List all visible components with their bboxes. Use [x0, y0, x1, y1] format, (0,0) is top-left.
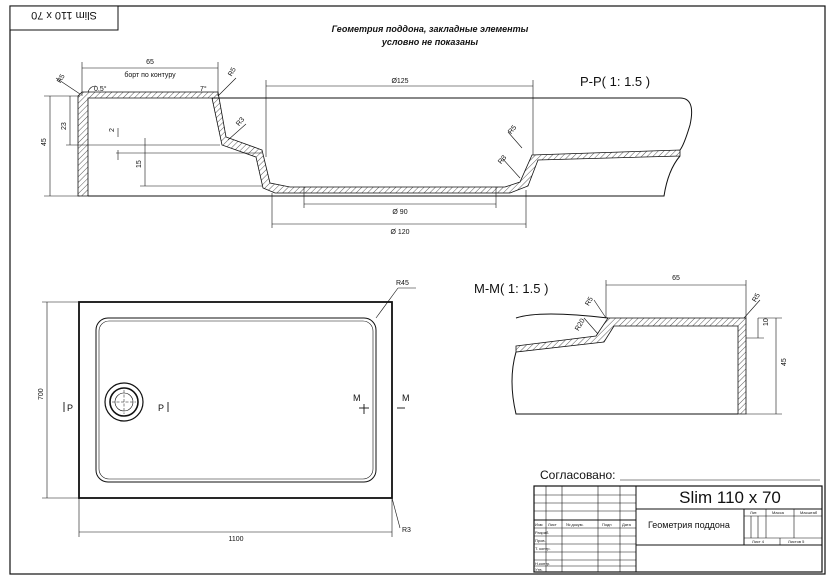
- plan-view: R45 700 1100 R3 P P M M: [38, 280, 416, 543]
- tb-row-tkontr: Т. контр.: [535, 546, 551, 551]
- drawing-note-line1: Геометрия поддона, закладные элементы: [332, 24, 529, 34]
- tb-lit: Лит.: [750, 510, 757, 515]
- section-mm-bottom-curve: [511, 351, 738, 415]
- section-mm-dim-r5-a: R5: [584, 296, 595, 307]
- cut-plane-p: P P: [63, 402, 169, 413]
- plan-dim-700: 700: [38, 388, 45, 400]
- approved-label: Согласовано:: [540, 468, 616, 482]
- section-pp-dim-angle-7: 7°: [200, 85, 207, 93]
- drain-icon: [104, 382, 144, 422]
- tb-row-razrab: Разраб.: [535, 530, 549, 535]
- section-mm-wall: [515, 317, 747, 415]
- cut-m-top-label: M: [353, 393, 361, 403]
- tb-row-utv: Утв.: [535, 567, 543, 572]
- plan-dim-1100: 1100: [228, 536, 243, 543]
- section-pp: P-P( 1: 1.5 ) 65 борт по контуру R5 0.5°…: [41, 59, 693, 236]
- section-pp-dim-angle-05: 0.5°: [94, 85, 107, 93]
- section-pp-dim-45: 45: [41, 138, 48, 146]
- cut-m-right-label: M: [402, 393, 410, 403]
- tb-row-nkontr: Н.контр.: [535, 561, 550, 566]
- tb-col-list: Лист: [548, 522, 557, 527]
- plan-inner-basin-edge: [98, 320, 374, 480]
- section-mm: M-M( 1: 1.5 ) 65 R5 R5 R20 10 45: [474, 275, 788, 415]
- section-pp-dim-d90: Ø 90: [392, 209, 407, 216]
- section-pp-wall: [77, 91, 681, 197]
- section-pp-dim-d120: Ø 120: [390, 229, 409, 236]
- plan-dim-r45: R45: [396, 280, 409, 287]
- section-pp-rim-label: борт по контуру: [124, 71, 176, 79]
- plan-dim-r3: R3: [402, 527, 411, 534]
- section-mm-title: M-M( 1: 1.5 ): [474, 281, 548, 296]
- cut-plane-m: M M: [353, 393, 410, 414]
- section-pp-dim-2: 2: [109, 128, 116, 132]
- tb-listov: Листов 5: [788, 539, 805, 544]
- section-mm-dim-10: 10: [763, 318, 770, 326]
- section-pp-dim-23: 23: [61, 122, 68, 130]
- section-mm-dim-45: 45: [781, 358, 788, 366]
- sheet-border: [9, 5, 826, 575]
- tb-product-name: Slim 110 x 70: [679, 488, 781, 507]
- section-mm-dim-r20: R20: [574, 317, 587, 332]
- section-pp-dim-r5-top: R5: [227, 66, 238, 77]
- cut-p-left-label: P: [67, 403, 73, 413]
- section-pp-dim-d125: Ø125: [391, 78, 408, 85]
- tb-list: Лист 4: [752, 539, 765, 544]
- cut-p-right-label: P: [158, 403, 164, 413]
- section-pp-dim-r5-right: R5: [507, 124, 518, 135]
- section-pp-title: P-P( 1: 1.5 ): [580, 74, 650, 89]
- section-pp-bottom-curve: [88, 155, 681, 197]
- section-pp-dim-r3-a: R3: [235, 116, 246, 127]
- plan-outer-rect: [78, 301, 393, 499]
- corner-stamp-text: Slim 110 x 70: [31, 9, 97, 21]
- tb-col-podp: Подп: [602, 522, 612, 527]
- tb-row-prov: Пров.: [535, 538, 546, 543]
- tb-massa: Масса: [772, 510, 785, 515]
- section-pp-dim-r3-b: R3: [497, 154, 508, 165]
- tb-masshtab: Масштаб: [800, 510, 818, 515]
- section-pp-dim-65: 65: [146, 59, 154, 66]
- tb-col-ndoc: № докум.: [566, 522, 584, 527]
- tb-col-data: Дата: [622, 522, 632, 527]
- title-block: Согласовано: Изм Лист № докум. Подп Дата…: [533, 468, 823, 573]
- section-mm-top-curve: [515, 313, 609, 319]
- tb-drawing-name: Геометрия поддона: [648, 520, 730, 530]
- tb-col-izm: Изм: [535, 522, 543, 527]
- section-pp-dim-r5-left: R5: [56, 73, 67, 84]
- drawing-note-line2: условно не показаны: [381, 37, 479, 47]
- section-pp-dim-15: 15: [136, 160, 143, 168]
- corner-stamp: Slim 110 x 70: [9, 5, 119, 31]
- section-mm-dim-r5-b: R5: [751, 292, 762, 303]
- section-mm-dim-65: 65: [672, 275, 680, 282]
- plan-inner-basin: [95, 317, 377, 483]
- section-pp-outer-curve: [212, 97, 693, 151]
